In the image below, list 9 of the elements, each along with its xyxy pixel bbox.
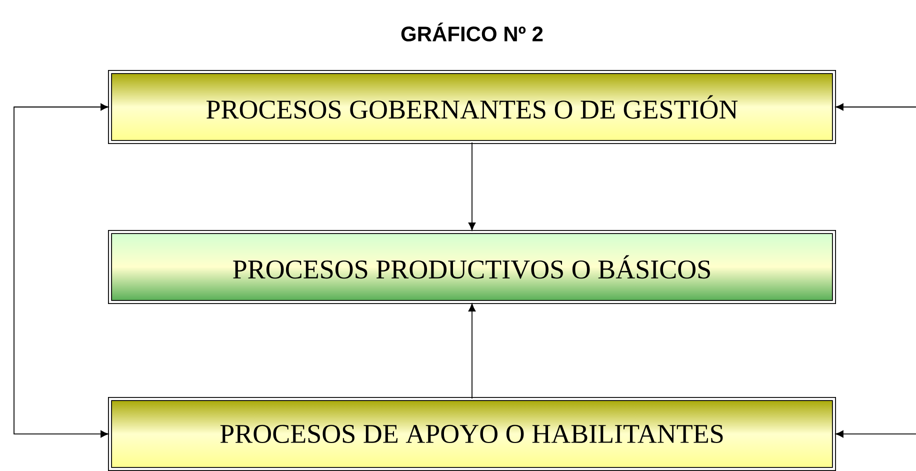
process-box: PROCESOS DE APOYO O HABILITANTES <box>108 396 836 471</box>
arrow <box>836 103 916 111</box>
process-box: PROCESOS GOBERNANTES O DE GESTIÓN <box>108 70 836 144</box>
arrow <box>468 304 476 399</box>
process-box: PROCESOS PRODUCTIVOS O BÁSICOS <box>108 230 836 304</box>
title: GRÁFICO Nº 2 <box>401 22 543 42</box>
arrow <box>468 142 476 230</box>
arrow <box>14 103 108 438</box>
arrow <box>836 430 916 438</box>
